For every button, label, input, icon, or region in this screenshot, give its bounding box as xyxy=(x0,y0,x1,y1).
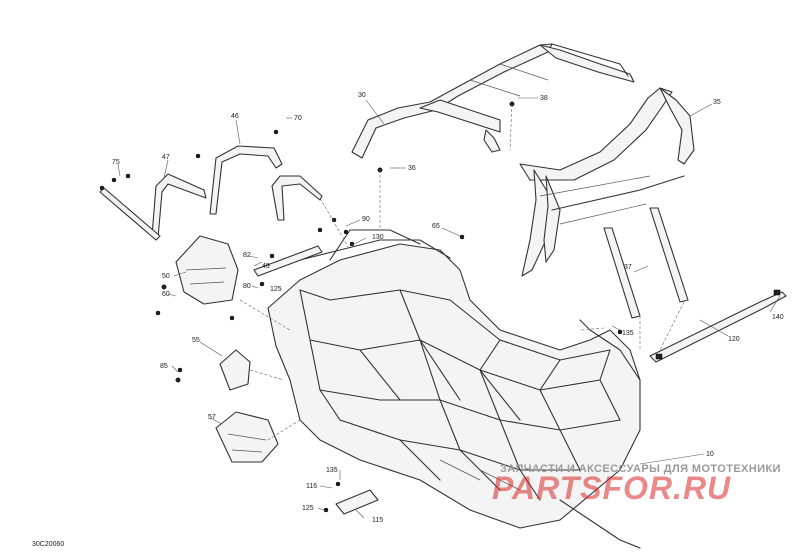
callout-82: 82 xyxy=(243,252,251,259)
callout-140: 140 xyxy=(772,314,784,321)
callout-36: 36 xyxy=(408,165,416,172)
brace-upper-left xyxy=(99,145,323,241)
diagram-reference-code: 30C20060 xyxy=(32,541,65,548)
callout-35: 35 xyxy=(713,99,721,106)
callout-10: 10 xyxy=(706,451,714,458)
callout-38: 38 xyxy=(540,95,548,102)
callout-60: 60 xyxy=(162,291,170,298)
callout-30: 30 xyxy=(358,92,366,99)
callout-85: 85 xyxy=(160,363,168,370)
leader-lines xyxy=(117,97,781,519)
callout-75: 75 xyxy=(112,159,120,166)
bracket-57 xyxy=(215,411,279,463)
bracket-50 xyxy=(175,235,239,305)
callout-55: 55 xyxy=(192,337,200,344)
callout-80: 80 xyxy=(243,283,251,290)
callout-47: 47 xyxy=(162,154,170,161)
callout-130: 130 xyxy=(372,234,384,241)
callout-135-lower: 135 xyxy=(326,467,338,474)
callout-135-right: 135 xyxy=(622,330,634,337)
callout-116: 116 xyxy=(306,483,318,490)
callout-120: 120 xyxy=(728,336,740,343)
callout-49: 49 xyxy=(262,263,270,270)
callout-115: 115 xyxy=(372,517,384,524)
watermark-tagline: ЗАПЧАСТИ И АКСЕССУАРЫ ДЛЯ МОТОТЕХНИКИ xyxy=(500,463,781,475)
callout-37: 37 xyxy=(624,264,632,271)
strut-pair xyxy=(603,207,689,319)
callout-90: 90 xyxy=(362,216,370,223)
callout-125-upper: 125 xyxy=(270,286,282,293)
plate-115 xyxy=(335,489,379,515)
fasteners xyxy=(99,101,623,513)
assembly-lines xyxy=(239,103,685,441)
callout-70: 70 xyxy=(294,115,302,122)
callout-65: 65 xyxy=(432,223,440,230)
main-frame xyxy=(267,229,641,549)
roll-cage-front-section xyxy=(519,87,695,277)
bar-49 xyxy=(253,245,323,277)
callout-50: 50 xyxy=(162,273,170,280)
callout-125-lower: 125 xyxy=(302,505,314,512)
bracket-55 xyxy=(219,349,251,391)
callout-46: 46 xyxy=(231,113,239,120)
roll-cage-rear-section xyxy=(351,43,635,159)
callout-57: 57 xyxy=(208,414,216,421)
side-rail xyxy=(649,289,787,363)
watermark-brand: PARTSFOR.RU xyxy=(492,470,732,506)
